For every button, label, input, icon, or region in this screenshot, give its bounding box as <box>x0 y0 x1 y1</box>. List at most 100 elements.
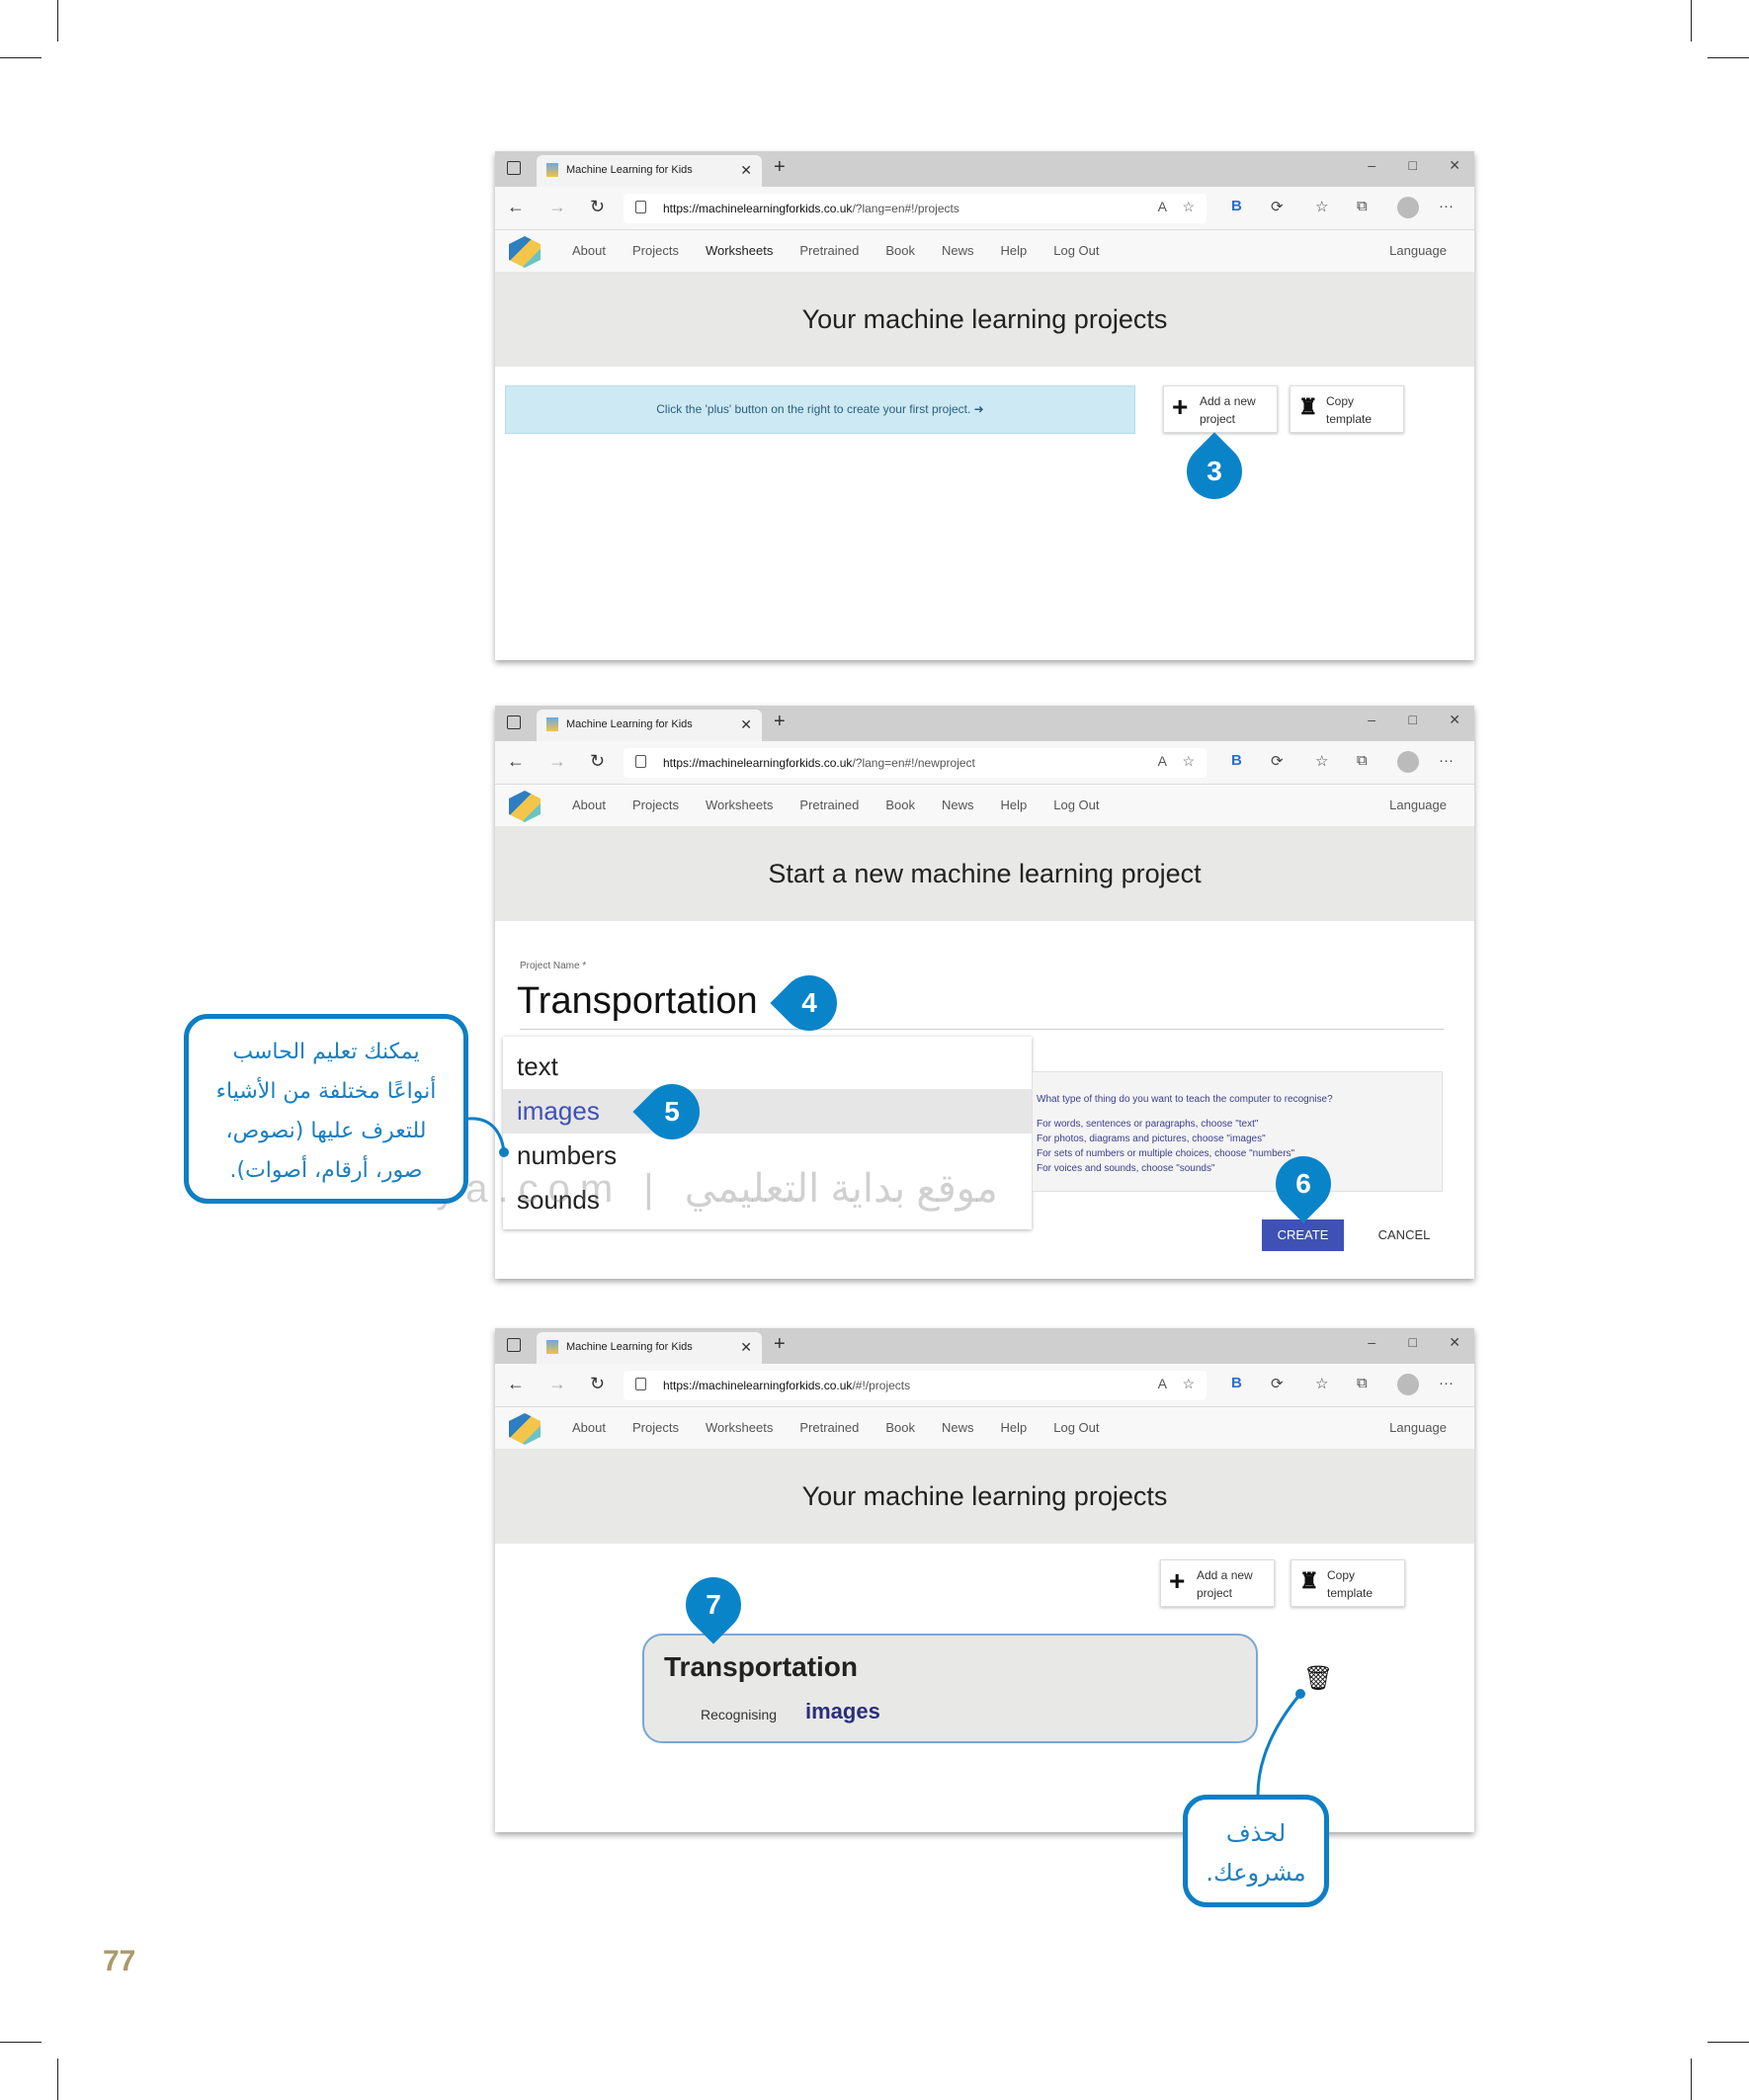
nav-worksheets[interactable]: Worksheets <box>705 798 774 812</box>
option-images[interactable]: images <box>503 1089 1032 1134</box>
option-sounds[interactable]: sounds <box>517 1185 600 1215</box>
option-numbers[interactable]: numbers <box>517 1140 618 1170</box>
nav-help[interactable]: Help <box>1000 798 1028 812</box>
nav-help[interactable]: Help <box>1000 1420 1028 1435</box>
nav-news[interactable]: News <box>941 1420 974 1435</box>
forward-icon[interactable]: → <box>548 1374 566 1393</box>
profile-avatar[interactable] <box>1397 1374 1419 1395</box>
read-aloud-icon[interactable]: A <box>1157 1376 1167 1391</box>
collections-icon[interactable]: ⧉ <box>1357 198 1368 214</box>
ml4k-logo[interactable] <box>509 236 541 268</box>
url-input[interactable]: https://machinelearningforkids.co.uk/#!/… <box>624 1371 1207 1400</box>
ml4k-logo[interactable] <box>509 1413 541 1445</box>
nav-book[interactable]: Book <box>885 243 915 258</box>
nav-projects[interactable]: Projects <box>631 243 679 258</box>
nav-logout[interactable]: Log Out <box>1053 243 1100 258</box>
maximize-icon[interactable]: □ <box>1408 1334 1417 1350</box>
ml4k-logo[interactable] <box>509 791 541 822</box>
option-text[interactable]: text <box>517 1051 558 1081</box>
profile-avatar[interactable] <box>1397 197 1419 218</box>
browser-tab[interactable]: Machine Learning for Kids✕ <box>537 155 762 187</box>
more-icon[interactable]: ··· <box>1439 1375 1454 1391</box>
url-input[interactable]: https://machinelearningforkids.co.uk/?la… <box>624 748 1207 778</box>
bing-icon[interactable]: B <box>1231 198 1242 214</box>
extensions-icon[interactable]: ⟳ <box>1271 1376 1284 1392</box>
bing-icon[interactable]: B <box>1231 1375 1242 1391</box>
back-icon[interactable]: ← <box>507 1374 525 1393</box>
add-project-button[interactable]: +Add a new project <box>1160 1559 1275 1607</box>
nav-help[interactable]: Help <box>1000 243 1028 258</box>
favorites-icon[interactable]: ☆ <box>1315 1376 1329 1392</box>
extensions-icon[interactable]: ⟳ <box>1271 753 1284 770</box>
minimize-icon[interactable]: – <box>1368 1334 1375 1350</box>
copy-template-button[interactable]: ♜Copy template <box>1291 1559 1405 1607</box>
new-tab-icon[interactable]: + <box>774 711 786 732</box>
tab-actions-icon[interactable] <box>507 1338 521 1352</box>
extensions-icon[interactable]: ⟳ <box>1271 199 1284 215</box>
collections-icon[interactable]: ⧉ <box>1357 1375 1368 1391</box>
nav-book[interactable]: Book <box>885 1420 915 1435</box>
favorite-icon[interactable]: ☆ <box>1182 199 1195 214</box>
nav-news[interactable]: News <box>941 798 974 812</box>
close-tab-icon[interactable]: ✕ <box>740 162 752 178</box>
favorites-icon[interactable]: ☆ <box>1315 199 1329 215</box>
nav-projects[interactable]: Projects <box>631 1420 679 1435</box>
nav-worksheets[interactable]: Worksheets <box>705 1420 774 1435</box>
maximize-icon[interactable]: □ <box>1408 157 1417 173</box>
language-menu[interactable]: Language <box>1389 1420 1447 1435</box>
nav-about[interactable]: About <box>572 798 606 812</box>
reload-icon[interactable]: ↻ <box>590 751 606 771</box>
collections-icon[interactable]: ⧉ <box>1357 752 1368 769</box>
maximize-icon[interactable]: □ <box>1408 712 1417 727</box>
close-tab-icon[interactable]: ✕ <box>740 716 752 732</box>
close-window-icon[interactable]: ✕ <box>1449 157 1460 173</box>
close-tab-icon[interactable]: ✕ <box>740 1339 752 1355</box>
favorites-icon[interactable]: ☆ <box>1315 753 1329 770</box>
read-aloud-icon[interactable]: A <box>1157 753 1167 769</box>
profile-avatar[interactable] <box>1397 751 1419 773</box>
nav-book[interactable]: Book <box>885 798 915 812</box>
nav-about[interactable]: About <box>572 243 606 258</box>
forward-icon[interactable]: → <box>548 197 566 216</box>
add-project-button[interactable]: +Add a new project <box>1163 385 1278 433</box>
cancel-button[interactable]: CANCEL <box>1377 1227 1431 1242</box>
back-icon[interactable]: ← <box>507 197 525 216</box>
nav-worksheets[interactable]: Worksheets <box>705 243 774 258</box>
nav-pretrained[interactable]: Pretrained <box>799 1420 860 1435</box>
language-menu[interactable]: Language <box>1389 243 1447 258</box>
nav-pretrained[interactable]: Pretrained <box>799 243 860 258</box>
type-dropdown-list[interactable]: text images numbers sounds <box>503 1037 1032 1229</box>
favorite-icon[interactable]: ☆ <box>1182 1376 1195 1391</box>
nav-projects[interactable]: Projects <box>631 798 679 812</box>
nav-pretrained[interactable]: Pretrained <box>799 798 860 812</box>
forward-icon[interactable]: → <box>548 751 566 771</box>
new-tab-icon[interactable]: + <box>774 156 786 178</box>
browser-tab[interactable]: Machine Learning for Kids✕ <box>537 1332 762 1364</box>
new-tab-icon[interactable]: + <box>774 1333 786 1355</box>
minimize-icon[interactable]: – <box>1368 157 1375 173</box>
project-card[interactable]: Transportation Recognising images <box>642 1634 1258 1743</box>
url-input[interactable]: https://machinelearningforkids.co.uk/?la… <box>624 194 1207 223</box>
nav-logout[interactable]: Log Out <box>1053 1420 1100 1435</box>
reload-icon[interactable]: ↻ <box>590 197 606 216</box>
copy-template-button[interactable]: ♜Copy template <box>1290 385 1404 433</box>
language-menu[interactable]: Language <box>1389 798 1447 812</box>
more-icon[interactable]: ··· <box>1439 752 1454 769</box>
reload-icon[interactable]: ↻ <box>590 1374 606 1393</box>
project-name-input[interactable]: Transportation <box>517 980 758 1022</box>
favorite-icon[interactable]: ☆ <box>1182 753 1195 769</box>
back-icon[interactable]: ← <box>507 751 525 771</box>
close-window-icon[interactable]: ✕ <box>1449 712 1460 727</box>
tab-actions-icon[interactable] <box>507 715 521 729</box>
bing-icon[interactable]: B <box>1231 752 1242 769</box>
delete-project-trash-icon[interactable]: 🗑 <box>1303 1665 1334 1692</box>
nav-news[interactable]: News <box>941 243 974 258</box>
browser-tab[interactable]: Machine Learning for Kids✕ <box>537 710 762 741</box>
tab-actions-icon[interactable] <box>507 161 521 175</box>
nav-about[interactable]: About <box>572 1420 606 1435</box>
read-aloud-icon[interactable]: A <box>1157 199 1167 214</box>
nav-logout[interactable]: Log Out <box>1053 798 1100 812</box>
more-icon[interactable]: ··· <box>1439 198 1454 214</box>
minimize-icon[interactable]: – <box>1368 712 1375 727</box>
close-window-icon[interactable]: ✕ <box>1449 1334 1460 1350</box>
